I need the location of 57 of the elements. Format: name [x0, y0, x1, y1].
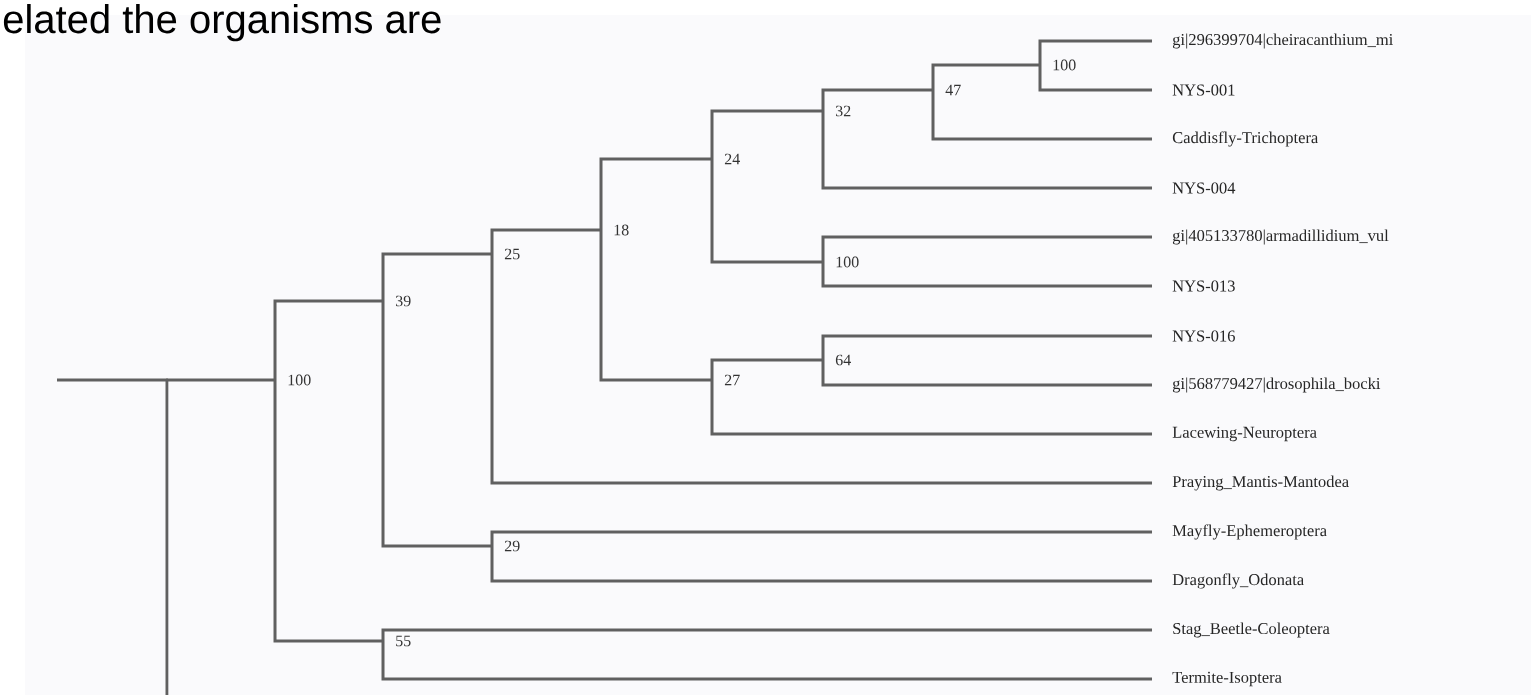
- tree-branch: [710, 109, 823, 159]
- tree-branch: [273, 380, 383, 643]
- taxon-label: NYS-004: [1172, 182, 1236, 194]
- tree-branch: [821, 262, 1152, 288]
- tree-branch: [821, 111, 1152, 190]
- bootstrap-value: 100: [1053, 59, 1076, 71]
- tree-branch: [490, 228, 601, 254]
- bootstrap-value: 25: [504, 248, 520, 260]
- taxon-label: Lacewing-Neuroptera: [1172, 426, 1317, 442]
- tree-branch: [381, 641, 1152, 681]
- tree-branch: [931, 63, 1040, 90]
- taxon-label: gi|568779427|drosophila_bocki: [1172, 377, 1381, 393]
- tree-branch: [273, 299, 383, 380]
- tree-branch: [821, 88, 933, 111]
- bootstrap-value: 55: [396, 635, 411, 647]
- tree-branch: [490, 546, 1152, 583]
- tree-branch: [710, 358, 823, 380]
- taxon-label: NYS-016: [1172, 330, 1235, 342]
- bootstrap-value: 24: [724, 153, 740, 165]
- tree-branch: [165, 380, 169, 695]
- tree-branch: [381, 301, 492, 548]
- tree-branch: [167, 378, 275, 382]
- tree-branch: [710, 380, 1152, 436]
- bootstrap-value: 100: [836, 256, 859, 268]
- tree-branch: [710, 159, 823, 264]
- tree-branch: [1038, 39, 1152, 65]
- tree-branch: [57, 378, 167, 382]
- taxon-label: NYS-001: [1172, 84, 1235, 96]
- heading-text: elated the organisms are: [3, 4, 441, 42]
- bootstrap-value: 39: [396, 295, 411, 307]
- tree-branch: [381, 252, 492, 301]
- tree-branch: [490, 530, 1152, 546]
- bootstrap-value: 100: [288, 374, 311, 386]
- taxon-label: Caddisfly-Trichoptera: [1172, 131, 1319, 147]
- tree-branch: [490, 254, 1152, 485]
- bootstrap-value: 27: [724, 374, 740, 386]
- taxon-label: Stag_Beetle-Coleoptera: [1173, 622, 1330, 638]
- tree-branch: [821, 334, 1152, 360]
- bootstrap-value: 47: [945, 84, 961, 96]
- tree-branch: [821, 235, 1152, 262]
- taxon-label: Dragonfly_Odonata: [1172, 573, 1304, 589]
- tree-branch: [599, 157, 712, 230]
- taxon-label: gi|296399704|cheiracanthium_mi: [1172, 33, 1393, 49]
- taxon-label: gi|405133780|armadillidium_vul: [1172, 229, 1389, 245]
- taxon-label: NYS-013: [1172, 280, 1235, 292]
- tree-branch: [381, 628, 1152, 641]
- bootstrap-value: 29: [504, 540, 520, 552]
- taxon-label: Praying_Mantis-Mantodea: [1172, 475, 1349, 491]
- tree-branch: [599, 230, 712, 382]
- tree-branch: [931, 90, 1152, 141]
- taxon-label: Mayfly-Ephemeroptera: [1172, 524, 1327, 540]
- taxon-label: Termite-Isoptera: [1172, 671, 1282, 687]
- tree-branch: [1038, 65, 1152, 92]
- bootstrap-value: 32: [836, 105, 851, 117]
- tree-branch: [821, 360, 1152, 387]
- bootstrap-value: 64: [835, 354, 851, 366]
- bootstrap-value: 18: [614, 224, 629, 236]
